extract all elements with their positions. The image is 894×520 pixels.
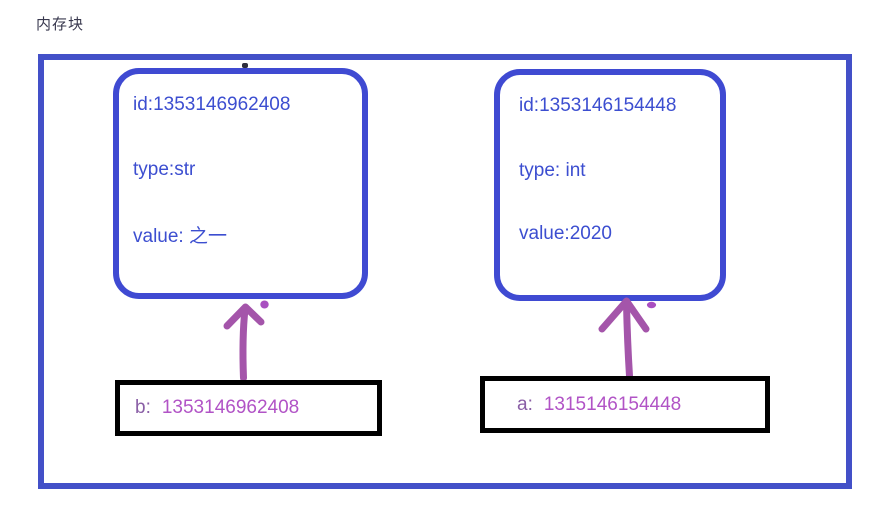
object-a-value-line: value:2020 [519, 223, 612, 244]
variable-box-a: a: 1315146154448 [480, 376, 770, 433]
variable-a-label: a: [517, 393, 533, 415]
object-b-value-line: value: 之一 [133, 226, 227, 247]
memory-frame [38, 54, 852, 489]
variable-b-value: 1353146962408 [161, 397, 300, 418]
object-a-id-line: id:1353146154448 [519, 95, 677, 116]
variable-b-label: b: [135, 397, 151, 418]
object-a-type-line: type: int [519, 160, 586, 181]
object-b-id-line: id:1353146962408 [133, 94, 291, 115]
object-box-a: id:1353146154448 type: int value:2020 [494, 69, 726, 301]
diagram-title: 内存块 [36, 16, 85, 33]
object-b-type-line: type:str [133, 159, 196, 180]
object-box-b: id:1353146962408 type:str value: 之一 [113, 68, 368, 299]
variable-box-b: b: 1353146962408 [115, 380, 382, 436]
variable-a-value: 1315146154448 [543, 393, 682, 415]
